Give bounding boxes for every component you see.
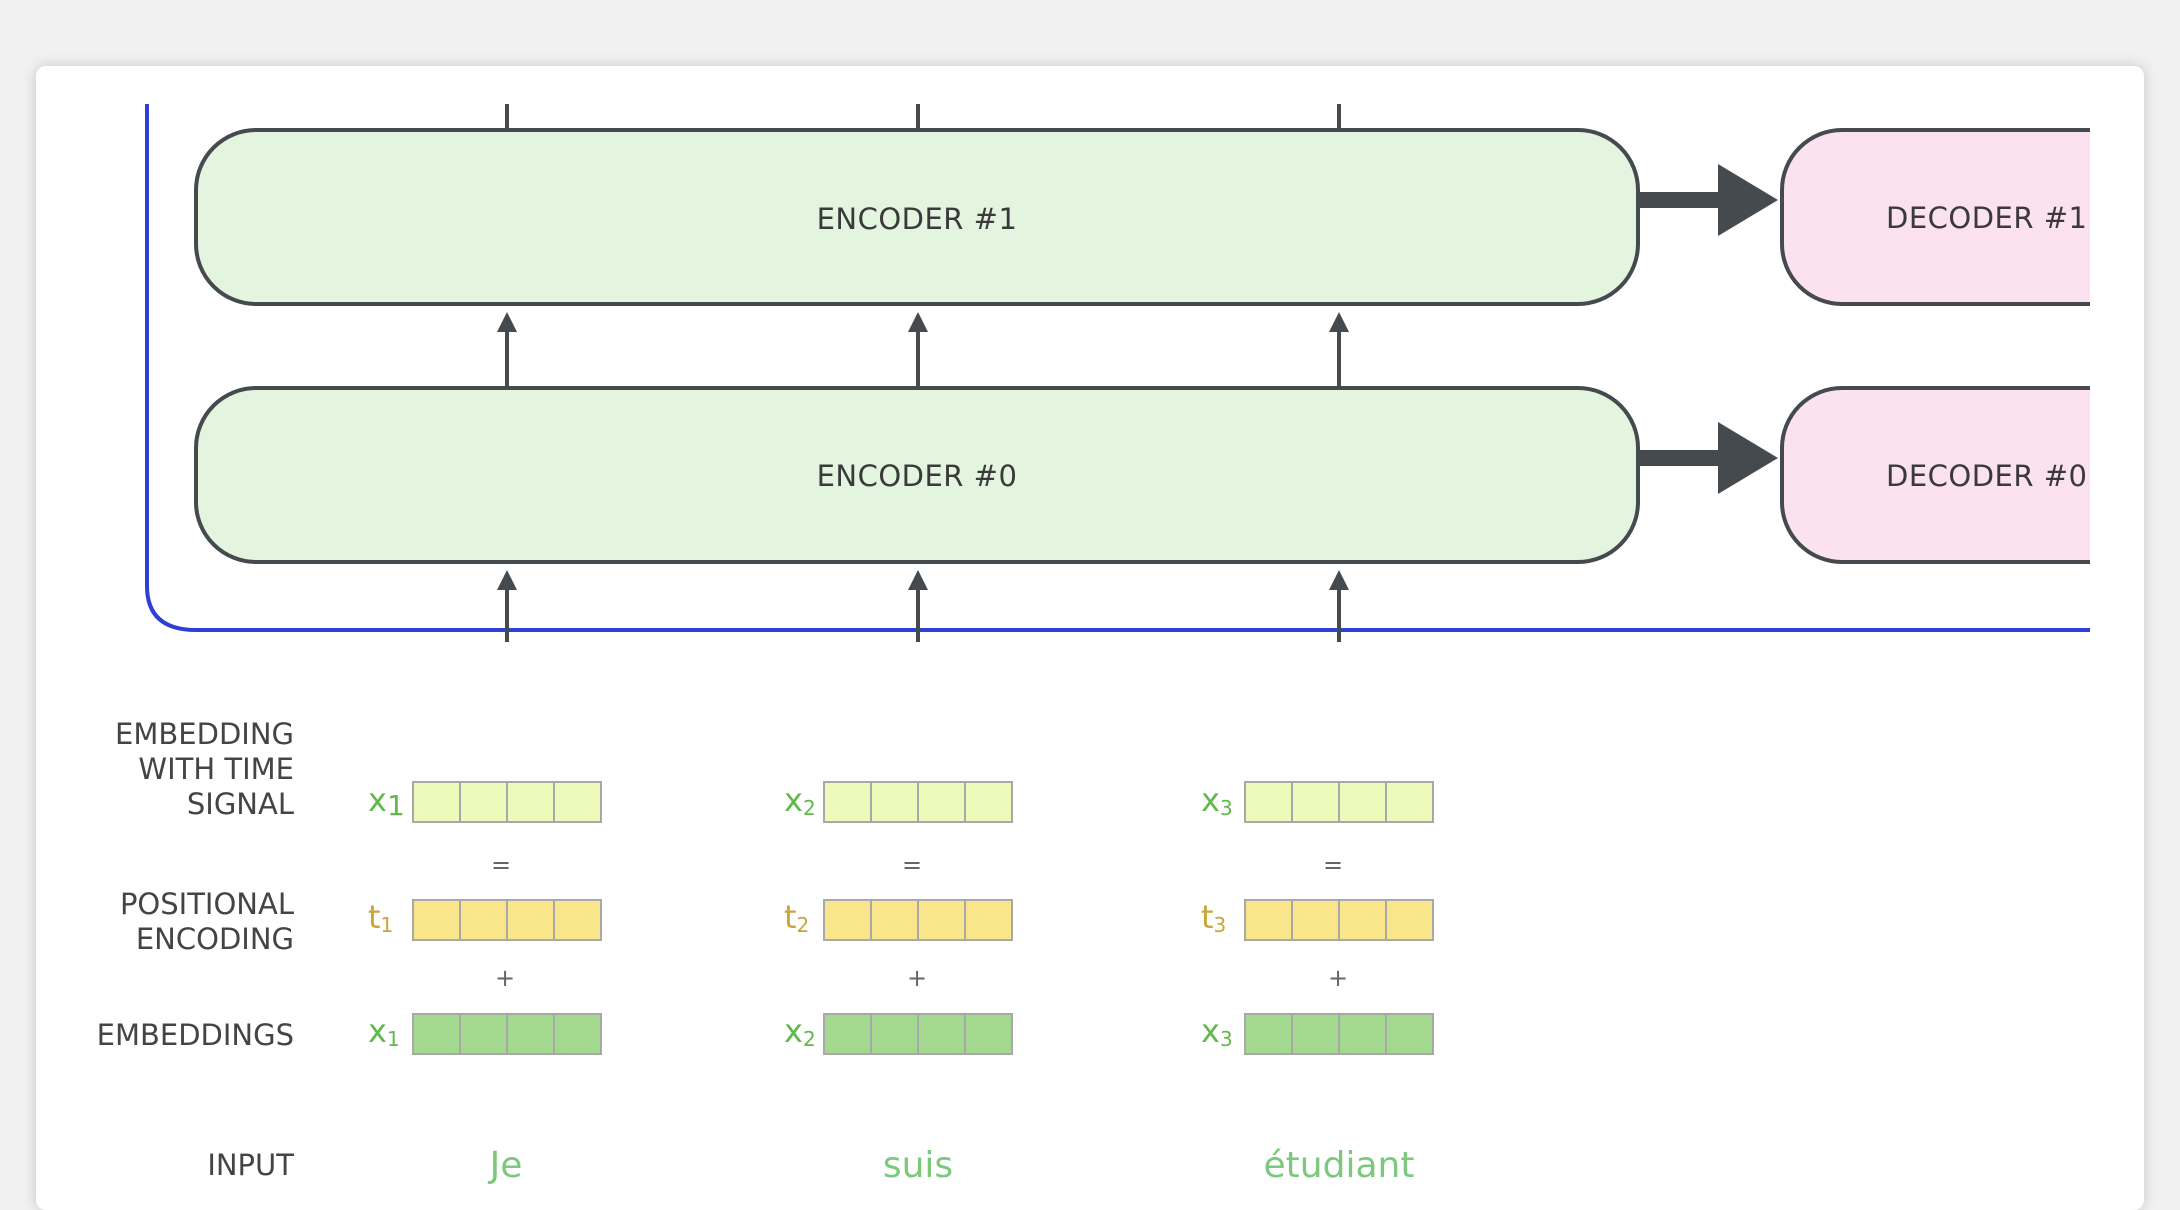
time-signal-x1-label: x1 — [368, 781, 405, 822]
input-to-encoder-0-arrows — [497, 570, 1349, 642]
positional-t2-label: t2 — [784, 898, 809, 937]
decoder-1-label: DECODER #1 — [1886, 201, 2088, 235]
embedding-vector-1 — [412, 1013, 602, 1055]
embedding-vector-3 — [1244, 1013, 1434, 1055]
encoder-0-label: ENCODER #0 — [817, 459, 1018, 493]
input-word-2: suis — [883, 1145, 953, 1186]
positional-t3-label: t3 — [1201, 898, 1226, 937]
row-labels: EMBEDDING WITH TIME SIGNAL POSITIONAL EN… — [97, 717, 295, 1182]
encoder-0-to-1-arrows — [497, 312, 1349, 388]
positional-vector-1 — [412, 899, 602, 941]
time-signal-label-line-1: EMBEDDING — [115, 717, 294, 751]
time-signal-x2-label: x2 — [784, 781, 816, 820]
plus-sign-1: + — [495, 964, 515, 992]
input-label: INPUT — [207, 1148, 294, 1182]
time-signal-vector-3 — [1244, 781, 1434, 823]
input-word-1: Je — [488, 1145, 523, 1186]
embedding-x1-label: x1 — [368, 1012, 400, 1051]
positional-t1-label: t1 — [368, 898, 393, 937]
time-signal-x3-label: x3 — [1201, 781, 1233, 820]
transformer-positional-encoding-diagram: ENCODER #1 ENCODER #0 DECODER #1 — [97, 104, 2090, 1186]
time-signal-vector-2 — [823, 781, 1013, 823]
encoder-1-box: ENCODER #1 — [194, 128, 1640, 306]
embedding-vector-2 — [823, 1013, 1013, 1055]
token-column-1: x1 = t1 + x1 Je — [368, 781, 602, 1186]
decoder-1-box: DECODER #1 — [1780, 128, 2090, 306]
decoder-0-box: DECODER #0 — [1780, 386, 2090, 564]
token-column-3: x3 = t3 + x3 étudiant — [1201, 781, 1434, 1186]
positional-vector-2 — [823, 899, 1013, 941]
token-column-2: x2 = t2 + x2 suis — [784, 781, 1013, 1186]
plus-sign-2: + — [907, 964, 927, 992]
time-signal-label-line-2: WITH TIME — [138, 752, 294, 786]
equals-sign-2: = — [902, 851, 922, 879]
diagram-card: ENCODER #1 ENCODER #0 DECODER #1 — [36, 66, 2144, 1210]
positional-label-line-1: POSITIONAL — [120, 887, 294, 921]
encoder-1-label: ENCODER #1 — [817, 202, 1018, 236]
positional-vector-3 — [1244, 899, 1434, 941]
equals-sign-3: = — [1323, 851, 1343, 879]
embeddings-label: EMBEDDINGS — [97, 1018, 294, 1052]
decoder-0-label: DECODER #0 — [1886, 459, 2088, 493]
time-signal-vector-1 — [412, 781, 602, 823]
time-signal-label-line-3: SIGNAL — [187, 787, 294, 821]
encoder-0-box: ENCODER #0 — [194, 386, 1640, 564]
plus-sign-3: + — [1328, 964, 1348, 992]
embedding-x2-label: x2 — [784, 1012, 816, 1051]
encoder-to-decoder-arrows — [1638, 164, 1778, 494]
encoder-stack-bracket — [145, 104, 2090, 632]
embedding-x3-label: x3 — [1201, 1012, 1233, 1051]
input-word-3: étudiant — [1264, 1145, 1415, 1186]
equals-sign-1: = — [491, 851, 511, 879]
positional-label-line-2: ENCODING — [136, 922, 294, 956]
